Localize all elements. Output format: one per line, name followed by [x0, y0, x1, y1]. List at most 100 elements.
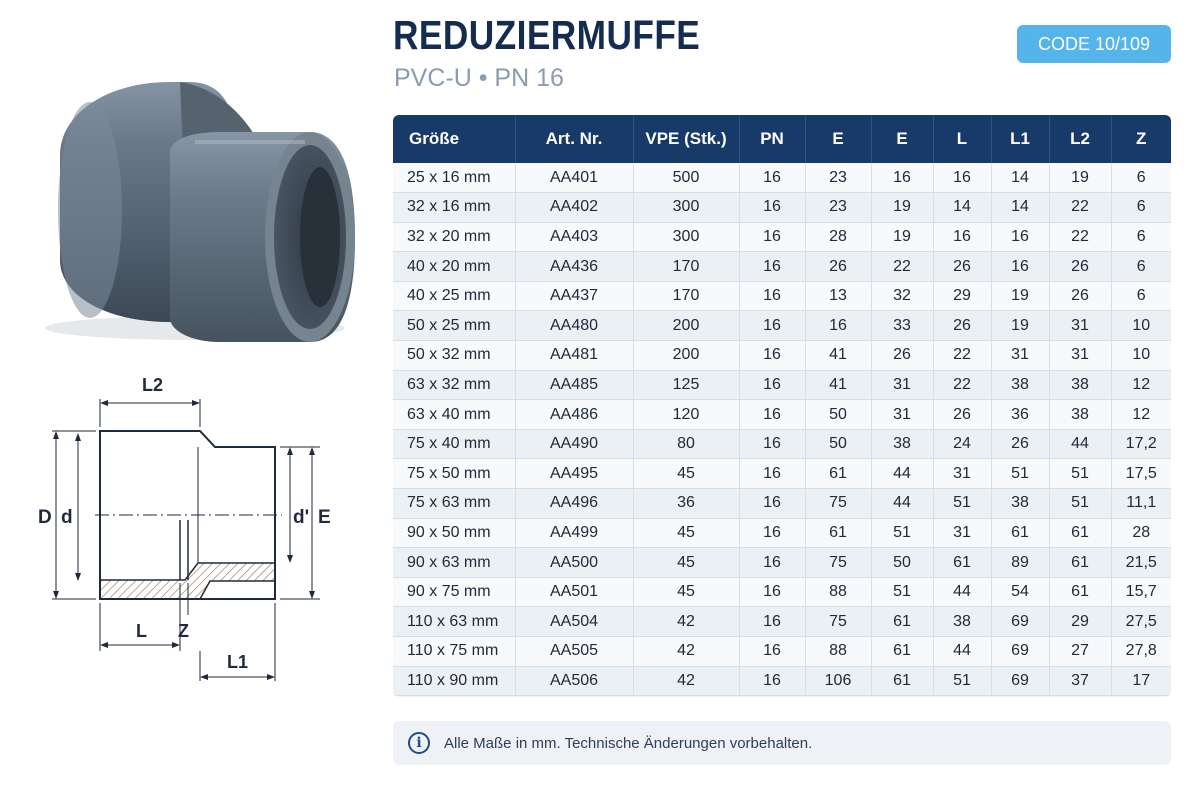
- table-cell: AA403: [515, 222, 634, 253]
- table-cell: 32: [871, 281, 934, 312]
- table-cell: AA495: [515, 458, 634, 490]
- table-cell: 23: [805, 192, 872, 223]
- table-cell: 51: [871, 518, 934, 549]
- technical-drawing: L2 D d d' E L Z L1: [38, 375, 331, 681]
- table-cell: 36: [633, 488, 740, 519]
- table-cell: 31: [933, 458, 992, 490]
- table-cell: AA402: [515, 192, 634, 223]
- table-cell: 41: [805, 340, 872, 371]
- table-cell: 54: [991, 577, 1050, 608]
- table-cell: 17,5: [1111, 458, 1171, 490]
- table-cell: 50: [871, 547, 934, 578]
- table-cell: 110 x 90 mm: [393, 666, 516, 697]
- table-cell: 40 x 20 mm: [393, 251, 516, 282]
- table-cell: 200: [633, 310, 740, 342]
- column-header: E: [871, 115, 934, 163]
- table-cell: 125: [633, 370, 740, 401]
- table-cell: 15,7: [1111, 577, 1171, 608]
- table-cell: 89: [991, 547, 1050, 578]
- table-cell: 16: [739, 310, 806, 342]
- table-cell: AA486: [515, 399, 634, 430]
- table-cell: AA500: [515, 547, 634, 578]
- table-cell: 27: [1049, 636, 1112, 667]
- page-title: REDUZIERMUFFE: [393, 12, 701, 58]
- table-cell: 16: [739, 606, 806, 637]
- table-cell: AA480: [515, 310, 634, 342]
- table-cell: 88: [805, 636, 872, 667]
- table-cell: 61: [871, 636, 934, 667]
- table-cell: 38: [991, 370, 1050, 401]
- table-cell: 31: [991, 340, 1050, 371]
- table-cell: 26: [933, 251, 992, 282]
- table-cell: 80: [633, 429, 740, 460]
- column-header: L2: [1049, 115, 1112, 163]
- table-cell: 32 x 20 mm: [393, 222, 516, 253]
- column-header: E: [805, 115, 872, 163]
- table-cell: 75 x 40 mm: [393, 429, 516, 460]
- table-cell: 6: [1111, 251, 1171, 282]
- table-cell: 16: [739, 222, 806, 253]
- table-cell: 16: [933, 163, 992, 194]
- table-cell: 6: [1111, 222, 1171, 253]
- table-cell: 38: [933, 606, 992, 637]
- table-cell: 51: [933, 666, 992, 697]
- table-cell: 17: [1111, 666, 1171, 697]
- table-cell: 44: [871, 458, 934, 490]
- table-cell: 170: [633, 281, 740, 312]
- table-cell: 19: [991, 281, 1050, 312]
- table-cell: 16: [739, 399, 806, 430]
- column-header: Größe: [393, 115, 516, 163]
- table-cell: 45: [633, 547, 740, 578]
- table-cell: 38: [991, 488, 1050, 519]
- table-cell: 27,5: [1111, 606, 1171, 637]
- table-cell: 23: [805, 163, 872, 194]
- table-cell: AA499: [515, 518, 634, 549]
- table-cell: 14: [933, 192, 992, 223]
- table-cell: 37: [1049, 666, 1112, 697]
- table-cell: 21,5: [1111, 547, 1171, 578]
- table-cell: 42: [633, 606, 740, 637]
- table-cell: 17,2: [1111, 429, 1171, 460]
- table-cell: AA485: [515, 370, 634, 401]
- table-cell: 26: [1049, 281, 1112, 312]
- table-cell: 51: [1049, 488, 1112, 519]
- table-cell: 25 x 16 mm: [393, 163, 516, 194]
- label-e: E: [318, 507, 331, 528]
- table-cell: 22: [933, 370, 992, 401]
- table-cell: 16: [739, 192, 806, 223]
- info-icon: i: [408, 732, 430, 754]
- table-cell: 26: [805, 251, 872, 282]
- table-cell: 50 x 25 mm: [393, 310, 516, 342]
- table-cell: AA401: [515, 163, 634, 194]
- table-cell: 31: [933, 518, 992, 549]
- table-cell: 26: [933, 310, 992, 342]
- table-cell: 32 x 16 mm: [393, 192, 516, 223]
- table-cell: 69: [991, 636, 1050, 667]
- table-cell: 16: [805, 310, 872, 342]
- table-cell: 42: [633, 636, 740, 667]
- table-cell: 16: [739, 488, 806, 519]
- table-cell: AA437: [515, 281, 634, 312]
- table-cell: 106: [805, 666, 872, 697]
- column-header: Art. Nr.: [515, 115, 634, 163]
- table-cell: 61: [871, 606, 934, 637]
- table-cell: 26: [933, 399, 992, 430]
- table-cell: 500: [633, 163, 740, 194]
- table-cell: 16: [739, 163, 806, 194]
- table-cell: 14: [991, 192, 1050, 223]
- label-d-inner: d: [61, 507, 73, 528]
- table-cell: 14: [991, 163, 1050, 194]
- table-cell: AA490: [515, 429, 634, 460]
- table-cell: AA505: [515, 636, 634, 667]
